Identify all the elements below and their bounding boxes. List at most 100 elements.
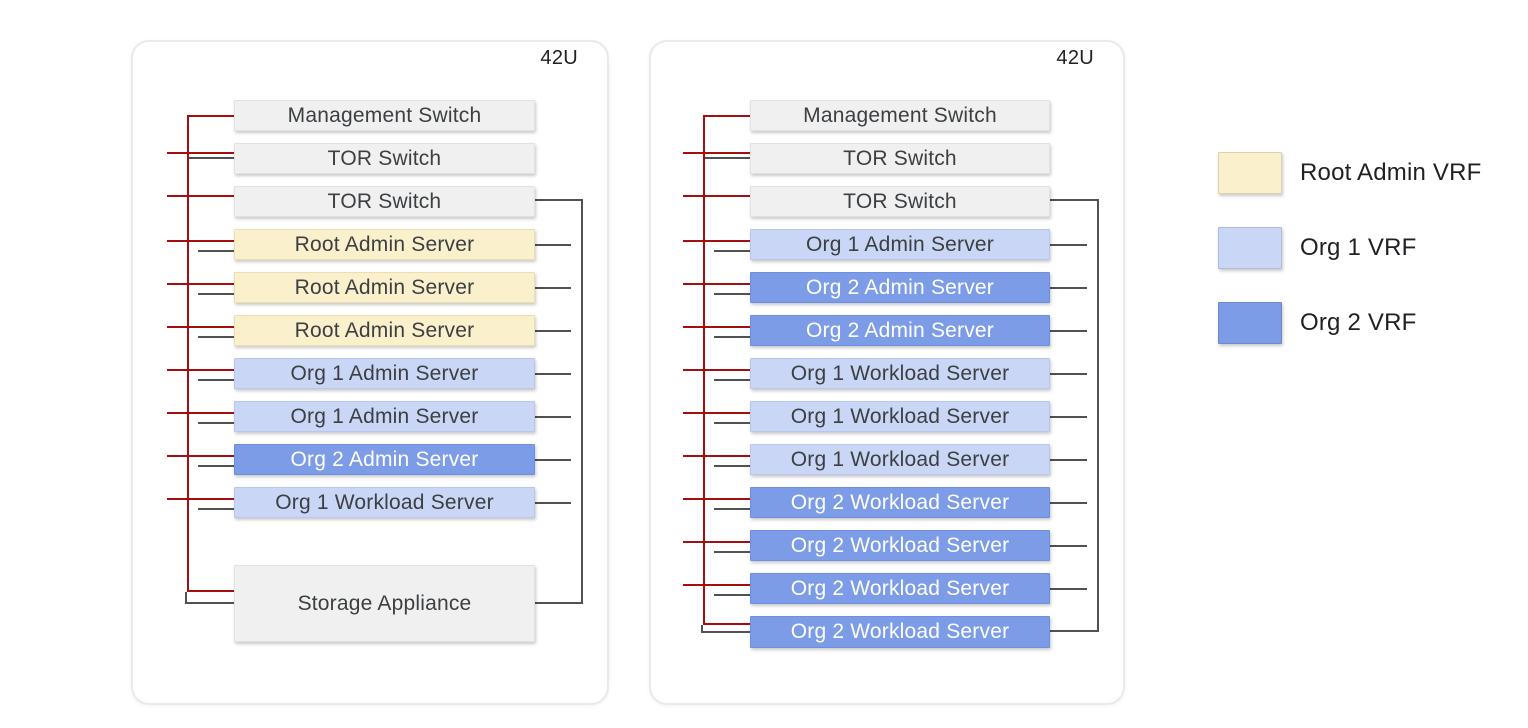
data-link-line: [701, 631, 750, 633]
management-link-line: [187, 115, 234, 117]
data-uplink-line: [535, 199, 583, 201]
rack-1-unit-root-admin-server: Root Admin Server: [234, 229, 535, 260]
unit-label: TOR Switch: [327, 189, 442, 213]
data-link-stub: [1050, 373, 1087, 375]
unit-label: Org 2 Workload Server: [790, 620, 1010, 643]
rack-2-unit-org-1-admin-server: Org 1 Admin Server: [750, 229, 1050, 260]
unit-label: Org 2 Admin Server: [290, 447, 479, 471]
rack-2-unit-org-2-workload-server: Org 2 Workload Server: [750, 530, 1050, 561]
rack-1-unit-root-admin-server: Root Admin Server: [234, 272, 535, 303]
management-link-line: [683, 498, 750, 500]
data-link-line: [714, 336, 750, 338]
rack-1-unit-org-1-admin-server: Org 1 Admin Server: [234, 401, 535, 432]
legend-label-root: Root Admin VRF: [1300, 159, 1482, 186]
data-trunk-line: [581, 199, 583, 604]
data-link-stub: [1050, 459, 1087, 461]
data-link-stub: [535, 330, 571, 332]
data-uplink-line: [1050, 199, 1099, 201]
unit-label: Org 2 Workload Server: [790, 533, 1010, 557]
unit-label: Org 1 Admin Server: [290, 361, 479, 385]
data-downlink-line: [535, 602, 583, 604]
management-link-line: [167, 283, 234, 285]
data-link-line: [714, 508, 750, 510]
legend-label-org2: Org 2 VRF: [1300, 309, 1417, 336]
data-link-stub: [1050, 330, 1087, 332]
management-link-line: [683, 240, 750, 242]
management-link-line: [683, 455, 750, 457]
unit-label: Org 2 Admin Server: [805, 318, 994, 342]
unit-label: Org 1 Admin Server: [290, 404, 479, 428]
rack-1-unit-management-switch: Management Switch: [234, 100, 535, 131]
unit-label: Org 1 Admin Server: [805, 232, 994, 256]
management-trunk-line: [703, 115, 705, 625]
legend-swatch-org2: [1218, 302, 1282, 344]
data-link-stub: [1050, 588, 1087, 590]
management-link-line: [167, 195, 234, 197]
rack-2-capacity-label: 42U: [1056, 47, 1094, 69]
unit-label: Root Admin Server: [294, 232, 475, 256]
data-link-line: [714, 250, 750, 252]
rack-2-unit-tor-switch: TOR Switch: [750, 143, 1050, 174]
management-link-line: [167, 240, 234, 242]
data-link-line: [198, 422, 234, 424]
rack-2-unit-org-2-admin-server: Org 2 Admin Server: [750, 272, 1050, 303]
data-link-stub: [535, 502, 571, 504]
rack-2-unit-org-2-admin-server: Org 2 Admin Server: [750, 315, 1050, 346]
rack-1-unit-org-2-admin-server: Org 2 Admin Server: [234, 444, 535, 475]
data-link-stub: [535, 416, 571, 418]
data-link-stub: [1050, 287, 1087, 289]
unit-label: Org 1 Workload Server: [275, 490, 494, 514]
unit-label: Storage Appliance: [297, 591, 472, 615]
rack-1-unit-tor-switch: TOR Switch: [234, 186, 535, 217]
unit-label: Org 2 Workload Server: [790, 576, 1010, 600]
management-link-line: [167, 412, 234, 414]
management-link-line: [167, 498, 234, 500]
management-link-line: [167, 455, 234, 457]
rack-1-unit-org-1-admin-server: Org 1 Admin Server: [234, 358, 535, 389]
management-link-line: [683, 195, 750, 197]
management-trunk-line: [187, 115, 189, 592]
management-link-line: [703, 623, 750, 625]
data-link-line: [714, 551, 750, 553]
management-link-line: [167, 152, 234, 154]
data-link-line: [714, 594, 750, 596]
management-link-line: [167, 326, 234, 328]
rack-1-unit-org-1-workload-server: Org 1 Workload Server: [234, 487, 535, 518]
rack-2-unit-tor-switch: TOR Switch: [750, 186, 1050, 217]
data-link-line: [714, 465, 750, 467]
unit-label: Root Admin Server: [294, 318, 475, 342]
management-link-line: [703, 115, 750, 117]
data-link-line: [185, 602, 234, 604]
unit-label: Root Admin Server: [294, 275, 475, 299]
rack-2-unit-org-2-workload-server: Org 2 Workload Server: [750, 487, 1050, 518]
management-link-line: [683, 369, 750, 371]
management-link-line: [683, 152, 750, 154]
data-link-line: [187, 157, 234, 159]
management-link-line: [683, 412, 750, 414]
rack-2-unit-org-2-workload-server: Org 2 Workload Server: [750, 616, 1050, 648]
data-downlink-line: [1050, 630, 1099, 632]
unit-label: Org 1 Workload Server: [790, 361, 1010, 385]
management-link-line: [683, 283, 750, 285]
data-link-stub: [1050, 416, 1087, 418]
rack-1-capacity-label: 42U: [540, 47, 578, 69]
data-link-line: [198, 465, 234, 467]
management-link-line: [683, 584, 750, 586]
unit-label: Management Switch: [803, 103, 997, 127]
data-link-stub: [535, 459, 571, 461]
data-link-stub: [535, 287, 571, 289]
legend-swatch-org1: [1218, 227, 1282, 269]
unit-label: Org 2 Admin Server: [805, 275, 994, 299]
data-link-line: [198, 293, 234, 295]
data-link-line: [714, 422, 750, 424]
data-link-stub: [1050, 244, 1087, 246]
rack-1-unit-tor-switch: TOR Switch: [234, 143, 535, 174]
unit-label: TOR Switch: [843, 189, 957, 213]
data-link-line: [198, 336, 234, 338]
data-link-stub: [535, 244, 571, 246]
legend-swatch-root: [1218, 152, 1282, 194]
data-link-stub: [535, 373, 571, 375]
management-link-line: [683, 326, 750, 328]
unit-label: Org 1 Workload Server: [790, 404, 1010, 428]
